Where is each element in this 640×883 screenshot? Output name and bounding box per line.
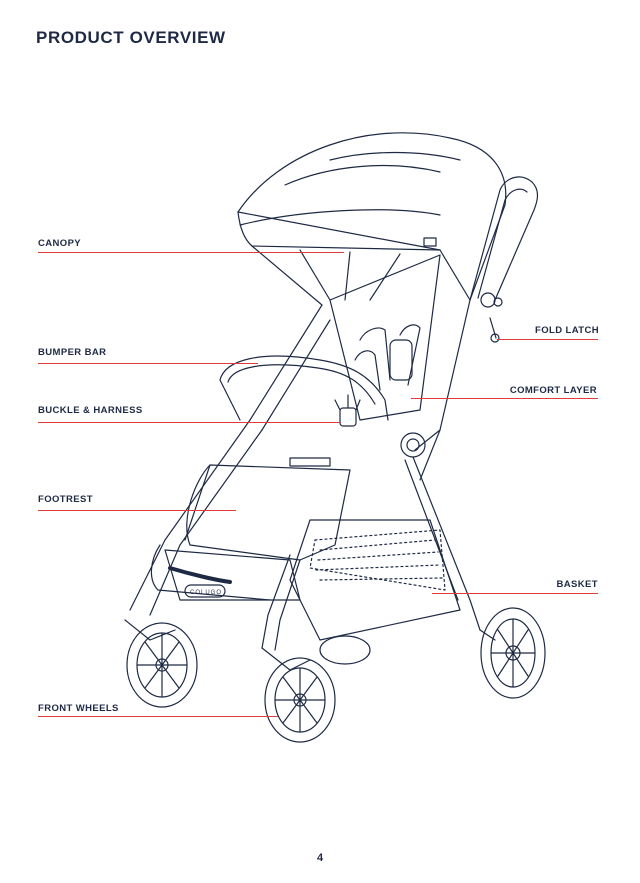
canopy-drawing xyxy=(237,132,507,306)
label-canopy: CANOPY xyxy=(38,238,82,249)
page-number: 4 xyxy=(316,852,324,864)
leader-bumper-bar xyxy=(38,363,258,364)
label-basket: BASKET xyxy=(556,579,598,590)
brand-mark: COLUGO xyxy=(190,590,222,596)
leader-basket xyxy=(432,593,598,594)
label-bumper-bar: BUMPER BAR xyxy=(38,347,107,358)
label-buckle-harness: BUCKLE & HARNESS xyxy=(38,405,143,416)
label-footrest: FOOTREST xyxy=(38,494,93,505)
leader-comfort-layer xyxy=(411,398,598,399)
label-front-wheels: FRONT WHEELS xyxy=(38,703,119,714)
leader-front-wheels xyxy=(38,716,278,717)
leader-buckle-harness xyxy=(38,422,340,423)
label-comfort-layer: COMFORT LAYER xyxy=(509,385,597,396)
leader-canopy xyxy=(38,252,344,253)
label-fold-latch: FOLD LATCH xyxy=(535,325,599,336)
leader-footrest xyxy=(38,510,236,511)
page-title: PRODUCT OVERVIEW xyxy=(36,28,226,47)
leader-fold-latch xyxy=(497,339,598,340)
